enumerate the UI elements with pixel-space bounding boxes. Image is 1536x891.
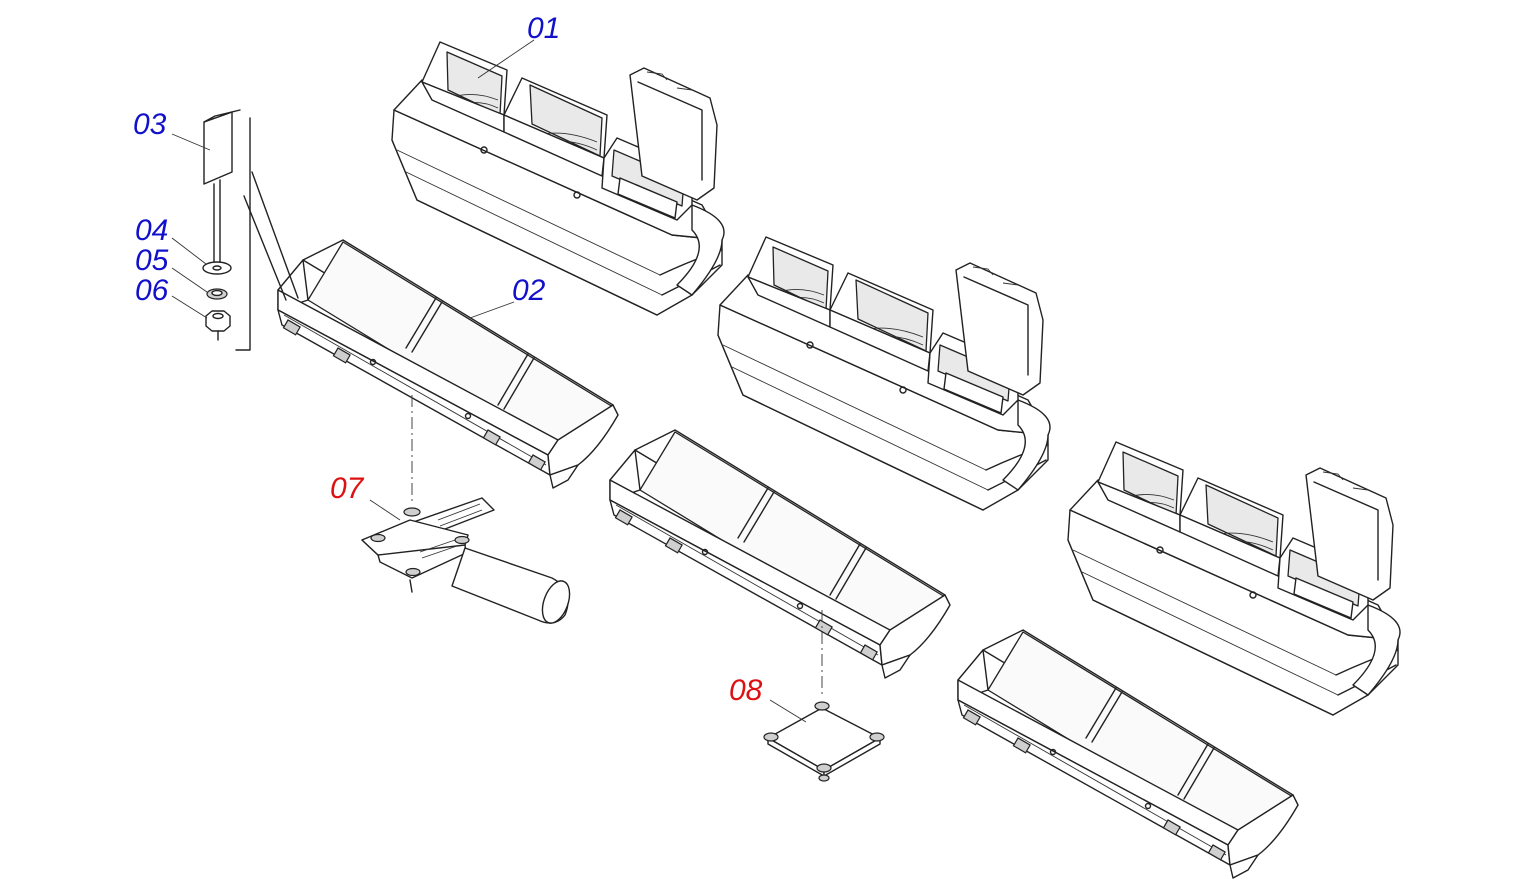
callout-05: 05 (135, 244, 169, 277)
leader-01 (477, 39, 535, 79)
leader-08 (769, 699, 807, 723)
callout-08: 08 (729, 674, 763, 707)
flat-washer-part (202, 261, 232, 275)
display-unit-top (391, 41, 725, 316)
leader-06 (171, 295, 208, 319)
leader-07 (369, 499, 401, 521)
pole-mount-part (361, 497, 571, 624)
base-plate-part (763, 701, 885, 782)
callout-04: 04 (135, 214, 168, 247)
callout-01: 01 (527, 12, 560, 45)
tray-top (277, 239, 619, 489)
leader-05 (171, 267, 208, 293)
callout-03: 03 (133, 108, 167, 141)
bracket-leader-lines (243, 171, 299, 301)
leader-03 (171, 133, 211, 151)
lock-washer-part (206, 288, 228, 300)
callout-07: 07 (330, 472, 365, 505)
display-unit-right (1067, 441, 1401, 716)
leader-02 (469, 301, 515, 319)
leader-04 (171, 237, 207, 265)
bracket-frame-line (235, 117, 251, 351)
bracket-bolt-part (203, 109, 241, 263)
hex-nut-part (205, 310, 231, 341)
display-unit-middle (717, 236, 1051, 511)
callout-06: 06 (135, 274, 169, 307)
callout-02: 02 (512, 274, 546, 307)
